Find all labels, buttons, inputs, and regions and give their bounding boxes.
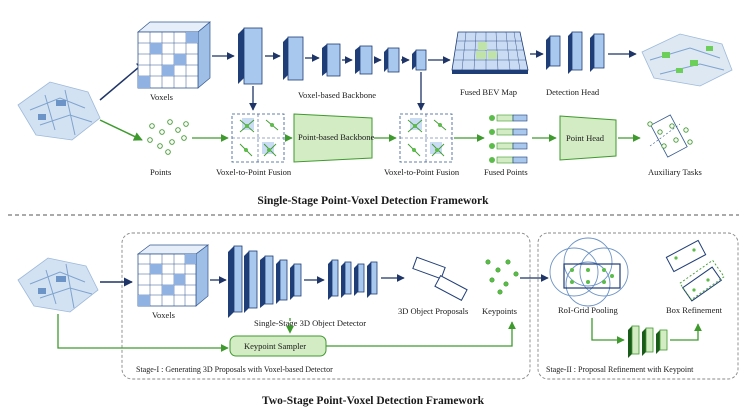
v2p-fusion-1 — [231, 113, 285, 163]
two-stage-title: Two-Stage Point-Voxel Detection Framewor… — [262, 395, 485, 407]
fused-points-label: Fused Points — [484, 167, 528, 177]
single-stage-detector — [228, 245, 302, 318]
voxels-top-label: Voxels — [150, 92, 173, 102]
arrow-input-to-sampler — [57, 314, 229, 352]
v2p-fusion-2-label: Voxel-to-Point Fusion — [384, 167, 460, 177]
arrow-sampler-to-keypoints — [326, 321, 516, 347]
roi-grid-label: RoI-Grid Pooling — [558, 305, 618, 315]
detection-head — [546, 31, 605, 74]
points-cluster-top — [147, 119, 189, 155]
object-proposals — [412, 256, 468, 302]
v2p-fusion-1-label: Voxel-to-Point Fusion — [216, 167, 292, 177]
point-backbone-label: Point-based Backbone — [298, 132, 374, 142]
point-backbone — [293, 113, 373, 163]
voxels-bottom-label: Voxels — [152, 310, 175, 320]
keypoints-label: Keypoints — [482, 306, 517, 316]
voxel-cube-top — [137, 21, 211, 89]
point-head — [559, 115, 617, 161]
fused-points — [489, 114, 528, 164]
proposals-label: 3D Object Proposals — [398, 306, 468, 316]
aux-tasks — [647, 114, 693, 158]
stage1-box — [121, 232, 531, 380]
fused-bev-map — [451, 31, 529, 74]
stage2-label: Stage-II : Proposal Refinement with Keyp… — [546, 365, 694, 374]
arrow-input-to-voxels — [99, 61, 146, 101]
voxel-backbone — [238, 27, 427, 85]
single-stage-title: Single-Stage Point-Voxel Detection Frame… — [257, 195, 489, 207]
detector-label: Single-Stage 3D Object Detector — [254, 318, 366, 328]
voxel-cube-bottom — [136, 244, 210, 307]
arrow-input-to-points — [99, 119, 143, 141]
arrow-roi-to-refine — [591, 318, 625, 344]
output-point-cloud-top — [641, 33, 733, 87]
stage2-box — [537, 232, 739, 380]
detector-head-slabs — [328, 259, 378, 300]
points-top-label: Points — [150, 167, 171, 177]
roi-grid-pooling — [549, 237, 629, 307]
input-point-cloud-bottom — [17, 257, 99, 313]
keypoints — [485, 259, 519, 295]
aux-tasks-label: Auxiliary Tasks — [648, 167, 702, 177]
point-head-label: Point Head — [566, 133, 605, 143]
input-point-cloud-top — [17, 81, 101, 141]
detection-head-label: Detection Head — [546, 87, 600, 97]
arrow-refine-to-box — [670, 323, 702, 341]
box-refine-label: Box Refinement — [666, 305, 723, 315]
keypoint-sampler-label: Keypoint Sampler — [244, 341, 306, 351]
stage1-label: Stage-I : Generating 3D Proposals with V… — [136, 365, 333, 374]
v2p-fusion-2 — [399, 113, 453, 163]
fused-bev-label: Fused BEV Map — [460, 87, 517, 97]
refinement-net — [628, 325, 668, 358]
voxel-backbone-label: Voxel-based Backbone — [298, 90, 376, 100]
box-refinement — [665, 239, 725, 302]
